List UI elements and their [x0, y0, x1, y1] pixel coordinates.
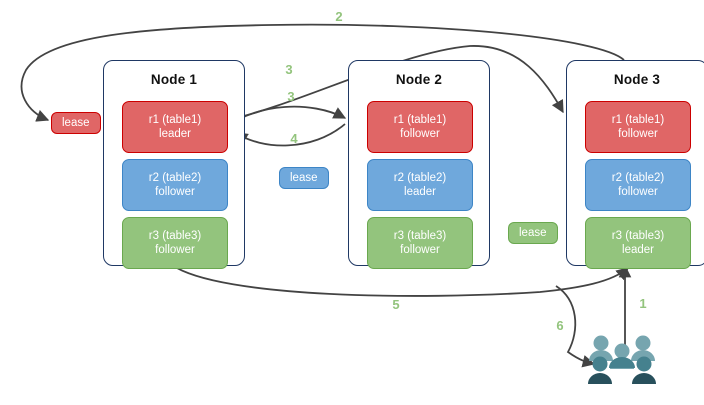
replica-name: r1 (table1)	[148, 114, 202, 126]
replica-name: r3 (table3)	[148, 230, 202, 242]
replica-name: r3 (table3)	[611, 230, 665, 242]
step-label-6: 6	[556, 318, 564, 333]
replica-role: follower	[155, 186, 195, 198]
step-label-3-upper: 3	[285, 62, 293, 77]
step-label-5: 5	[392, 297, 400, 312]
replica-role: leader	[404, 186, 436, 198]
step-label-1: 1	[639, 296, 647, 311]
replica-role: follower	[155, 244, 195, 256]
node-title: Node 2	[395, 72, 443, 87]
replica-r1[interactable]: r1 (table1) leader	[122, 101, 228, 153]
replica-name: r2 (table2)	[611, 172, 665, 184]
replica-name: r3 (table3)	[393, 230, 447, 242]
replica-r3[interactable]: r3 (table3) follower	[122, 217, 228, 269]
replica-r1[interactable]: r1 (table1) follower	[367, 101, 473, 153]
replica-r2[interactable]: r2 (table2) leader	[367, 159, 473, 211]
replica-r3[interactable]: r3 (table3) leader	[585, 217, 691, 269]
replica-name: r1 (table1)	[393, 114, 447, 126]
replica-name: r2 (table2)	[393, 172, 447, 184]
replica-role: leader	[622, 244, 654, 256]
lease-tag-green[interactable]: lease	[508, 222, 558, 244]
replica-role: follower	[400, 128, 440, 140]
arrow-step-5	[171, 264, 629, 297]
replica-name: r2 (table2)	[148, 172, 202, 184]
replica-role: follower	[618, 128, 658, 140]
step-label-4: 4	[290, 131, 298, 146]
arrow-step-3-to-node2	[227, 105, 347, 127]
node-box-1: Node 1 r1 (table1) leader r2 (table2) fo…	[103, 60, 245, 269]
replica-role: follower	[618, 186, 658, 198]
node-box-3: Node 3 r1 (table1) follower r2 (table2) …	[566, 60, 704, 269]
replica-r3[interactable]: r3 (table3) follower	[367, 217, 473, 269]
step-label-2: 2	[335, 9, 343, 24]
node-title: Node 1	[150, 72, 198, 87]
replica-role: leader	[159, 128, 191, 140]
replica-r2[interactable]: r2 (table2) follower	[122, 159, 228, 211]
node-box-2: Node 2 r1 (table1) follower r2 (table2) …	[348, 60, 490, 269]
node-title: Node 3	[613, 72, 661, 87]
lease-tag-blue[interactable]: lease	[279, 167, 329, 189]
users-group-icon	[587, 334, 659, 390]
replica-r1[interactable]: r1 (table1) follower	[585, 101, 691, 153]
replica-role: follower	[400, 244, 440, 256]
lease-tag-red[interactable]: lease	[51, 112, 101, 134]
replica-name: r1 (table1)	[611, 114, 665, 126]
replica-r2[interactable]: r2 (table2) follower	[585, 159, 691, 211]
step-label-3-lower: 3	[287, 89, 295, 104]
